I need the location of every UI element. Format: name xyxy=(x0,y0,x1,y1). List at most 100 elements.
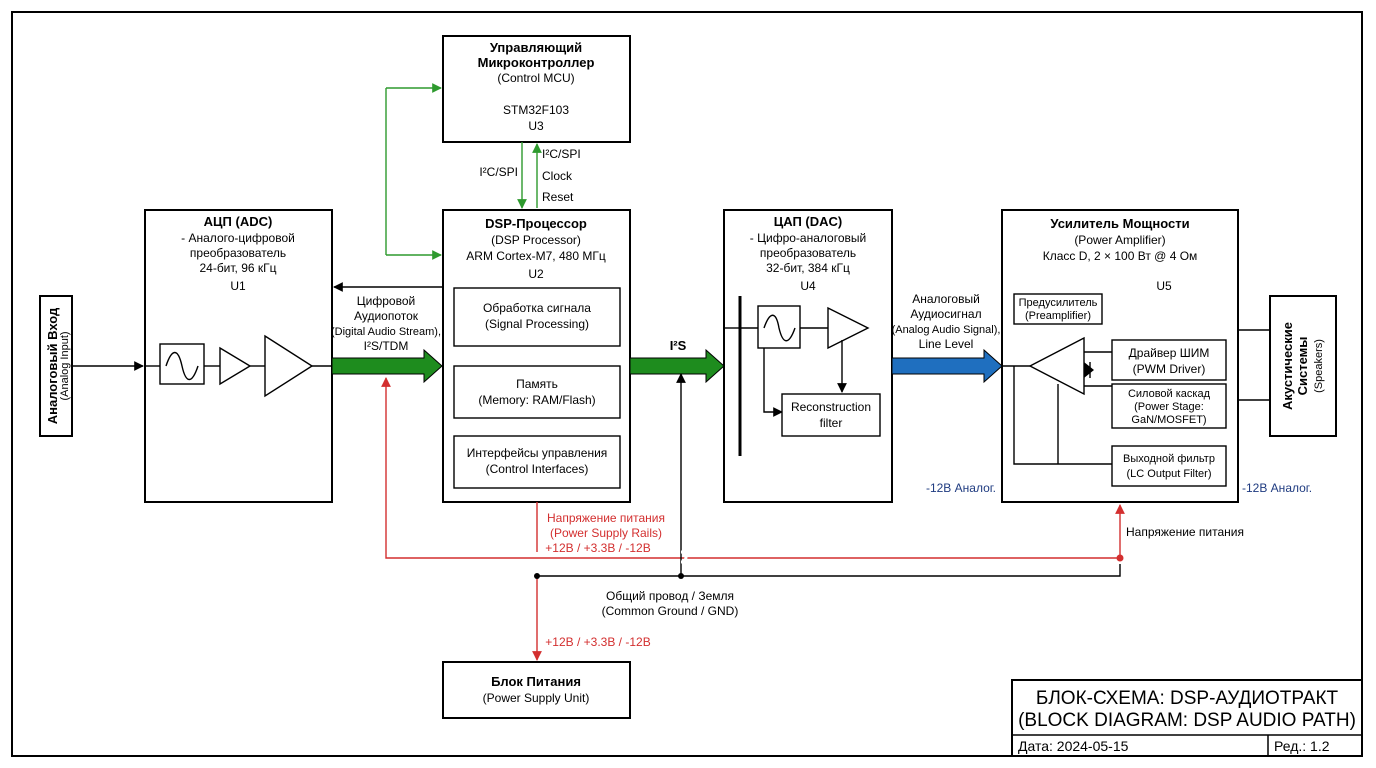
ground-label-2: (Common Ground / GND) xyxy=(602,604,739,618)
dsp-block-1-ru: Обработка сигнала xyxy=(483,301,591,315)
title-block: БЛОК-СХЕМА: DSP-АУДИОТРАКТ (BLOCK DIAGRA… xyxy=(1011,679,1363,757)
pwm-driver-box xyxy=(1111,339,1227,381)
adc-amp-icon xyxy=(264,334,314,398)
power-rails xyxy=(381,377,1125,661)
rails-values: +12В / +3.3В / -12В xyxy=(545,541,650,555)
amp-title: Усилитель Мощности xyxy=(1050,216,1189,231)
digital-stream-label-1: Цифровой xyxy=(357,294,415,308)
amp-ref: U5 xyxy=(1156,279,1172,293)
amp-subtitle: (Power Amplifier) xyxy=(1074,233,1165,247)
dac-ref: U4 xyxy=(800,279,816,293)
digital-stream-arrow xyxy=(331,348,443,384)
mcu-title-1: Управляющий xyxy=(490,40,582,55)
lc-label-1: Выходной фильтр xyxy=(1123,453,1215,465)
dac-desc-1: - Цифро-аналоговый xyxy=(750,231,866,245)
power-stage-box xyxy=(1111,383,1227,429)
analog-input-label-en: (Analog Input) xyxy=(59,331,71,400)
preamp-label-2: (Preamplifier) xyxy=(1025,310,1091,322)
dsp-subtitle: (DSP Processor) xyxy=(491,233,581,247)
dac-title: ЦАП (DAC) xyxy=(774,214,843,229)
digital-stream-label-4: I²S/TDM xyxy=(364,339,409,353)
dsp-title: DSP-Процессор xyxy=(485,216,587,231)
dsp-block-3-en: (Control Interfaces) xyxy=(486,462,589,476)
amp-feed-label: Напряжение питания xyxy=(1126,525,1244,539)
preamp-box xyxy=(1013,293,1103,325)
mcu-part: STM32F103 xyxy=(503,103,569,117)
psu-title: Блок Питания xyxy=(491,674,581,689)
dsp-ref: U2 xyxy=(528,267,544,281)
page-frame xyxy=(11,11,1363,757)
dsp-block-2-ru: Память xyxy=(516,377,558,391)
mcu-subtitle: (Control MCU) xyxy=(497,71,574,85)
analog-signal-label-3: (Analog Audio Signal), xyxy=(892,324,1001,336)
dsp-core: ARM Cortex-M7, 480 МГц xyxy=(466,249,606,263)
analog-rail-label-left: -12В Аналог. xyxy=(926,481,996,495)
adc-desc-1: - Аналого-цифровой xyxy=(181,231,295,245)
dsp-block: DSP-Процессор (DSP Processor) ARM Cortex… xyxy=(442,209,631,503)
mcu-block: Управляющий Микроконтроллер (Control MCU… xyxy=(442,35,631,143)
mcu-title-2: Микроконтроллер xyxy=(478,55,595,70)
dac-filter-label-2: filter xyxy=(820,416,843,430)
preamp-label-1: Предусилитель xyxy=(1019,297,1098,309)
mcu-bus-left-label: I²C/SPI xyxy=(479,165,518,179)
dac-amp-icon xyxy=(827,306,870,350)
analog-signal-label-1: Аналоговый xyxy=(912,292,980,306)
i2s-label: I²S xyxy=(670,338,687,353)
lc-filter-box xyxy=(1111,445,1227,487)
dac-desc-2: преобразователь xyxy=(760,246,856,260)
analog-signal-arrow xyxy=(891,348,1003,384)
reconstruction-filter-box xyxy=(781,393,881,437)
analog-input-label: Аналоговый Вход xyxy=(45,307,60,424)
dac-block: ЦАП (DAC) - Цифро-аналоговый преобразова… xyxy=(723,209,893,503)
adc-ref: U1 xyxy=(230,279,246,293)
dac-desc-3: 32-бит, 384 кГц xyxy=(766,261,850,275)
speakers-block: Акустические Системы (Speakers) xyxy=(1269,295,1337,437)
adc-desc-3: 24-бит, 96 кГц xyxy=(199,261,276,275)
mcu-ref: U3 xyxy=(528,119,544,133)
amp-block: Усилитель Мощности (Power Amplifier) Кла… xyxy=(1001,209,1239,503)
analog-rail-label-right: -12В Аналог. xyxy=(1242,481,1312,495)
title-line-2: (BLOCK DIAGRAM: DSP AUDIO PATH) xyxy=(1018,710,1356,731)
digital-stream-label-3: (Digital Audio Stream), xyxy=(331,326,441,338)
i2s-arrow xyxy=(629,348,725,384)
stage-label-1: Силовой каскад xyxy=(1128,388,1211,400)
stage-label-3: GaN/MOSFET) xyxy=(1131,414,1206,426)
speakers-label-en: (Speakers) xyxy=(1313,339,1325,393)
pwm-label-1: Драйвер ШИМ xyxy=(1129,346,1210,360)
speakers-label-2: Системы xyxy=(1295,337,1310,396)
psu-subtitle: (Power Supply Unit) xyxy=(483,691,590,705)
stage-label-2: (Power Stage: xyxy=(1134,401,1204,413)
amp-spec: Класс D, 2 × 100 Вт @ 4 Ом xyxy=(1043,249,1198,263)
rails-title-1: Напряжение питания xyxy=(547,511,665,525)
dsp-block-2-en: (Memory: RAM/Flash) xyxy=(478,393,595,407)
pwm-label-2: (PWM Driver) xyxy=(1133,362,1206,376)
dac-filter-label-1: Reconstruction xyxy=(791,400,871,414)
lc-label-2: (LC Output Filter) xyxy=(1127,468,1212,480)
mcu-bus-right-label-1: I²C/SPI xyxy=(542,147,581,161)
dsp-block-1-en: (Signal Processing) xyxy=(485,317,589,331)
title-rev: Ред.: 1.2 xyxy=(1274,738,1330,754)
speakers-label-1: Акустические xyxy=(1280,322,1295,410)
ground-label-1: Общий провод / Земля xyxy=(606,589,734,603)
adc-title: АЦП (ADC) xyxy=(204,214,273,229)
adc-block: АЦП (ADC) - Аналого-цифровой преобразова… xyxy=(144,209,333,503)
analog-input-block: Аналоговый Вход (Analog Input) xyxy=(39,295,73,437)
psu-values: +12В / +3.3В / -12В xyxy=(545,635,650,649)
adc-buffer-icon xyxy=(219,346,252,386)
mcu-bus-right-label-2: Clock xyxy=(542,169,573,183)
dsp-control-interfaces-box xyxy=(453,435,621,489)
title-line-1: БЛОК-СХЕМА: DSP-АУДИОТРАКТ xyxy=(1036,688,1339,709)
ground-net xyxy=(534,373,1121,579)
dsp-block-3-ru: Интерфейсы управления xyxy=(467,446,608,460)
dsp-signal-processing-box xyxy=(453,287,621,347)
psu-block: Блок Питания (Power Supply Unit) xyxy=(442,661,631,719)
analog-signal-label-2: Аудиосигнал xyxy=(910,307,981,321)
title-date: Дата: 2024-05-15 xyxy=(1018,738,1129,754)
digital-stream-label-2: Аудиопоток xyxy=(354,309,419,323)
mcu-bus-right-label-3: Reset xyxy=(542,190,574,204)
control-bus xyxy=(385,83,542,260)
dsp-memory-box xyxy=(453,365,621,419)
rails-title-2: (Power Supply Rails) xyxy=(550,526,662,540)
adc-desc-2: преобразователь xyxy=(190,246,286,260)
